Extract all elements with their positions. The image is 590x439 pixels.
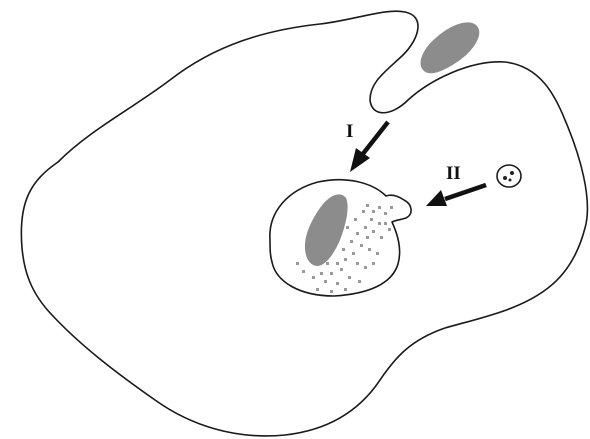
granule [344, 288, 347, 291]
granule [302, 270, 305, 273]
granule [356, 232, 359, 235]
granule [388, 228, 391, 231]
granule [336, 282, 339, 285]
granule [326, 262, 329, 265]
granule [324, 280, 327, 283]
granule [348, 276, 351, 279]
granule [376, 252, 379, 255]
granule [350, 240, 353, 243]
granule [378, 206, 381, 209]
pathway-one-label: I [346, 121, 353, 142]
granule [330, 290, 333, 293]
granule [390, 206, 393, 209]
granule [344, 258, 347, 261]
granule [330, 272, 333, 275]
lysosome-dot [509, 179, 512, 182]
granule [370, 218, 373, 221]
granule [346, 226, 349, 229]
granule [384, 212, 387, 215]
granule [366, 236, 369, 239]
lysosome-outline [497, 165, 521, 187]
granule [368, 248, 371, 251]
granule [378, 222, 381, 225]
granule [372, 210, 375, 213]
granule [364, 226, 367, 229]
granule [356, 262, 359, 265]
granule [312, 276, 315, 279]
granule [316, 288, 319, 291]
lysosome-dot [510, 171, 514, 175]
granule [358, 280, 361, 283]
granule [360, 244, 363, 247]
lysosome-dot [503, 176, 507, 180]
granule [366, 204, 369, 207]
granule [320, 272, 323, 275]
granule [352, 252, 355, 255]
granule [364, 266, 367, 269]
granule [340, 268, 343, 271]
granule [362, 210, 365, 213]
pathway-two-label: II [446, 163, 461, 184]
granule [384, 222, 387, 225]
granule [372, 230, 375, 233]
granule [372, 262, 375, 265]
granule [342, 248, 345, 251]
granule [380, 236, 383, 239]
granule [354, 218, 357, 221]
granule [296, 262, 299, 265]
granule [336, 262, 339, 265]
